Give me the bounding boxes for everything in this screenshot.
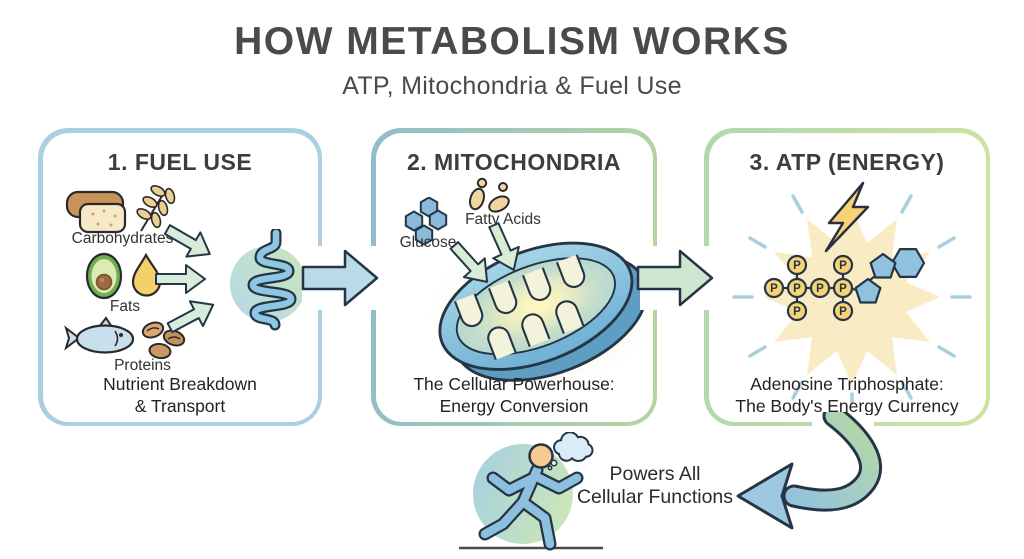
input-arrow-icon — [449, 240, 488, 283]
panel-caption: The Cellular Powerhouse: — [413, 373, 615, 394]
glucose-label: Glucose — [399, 233, 457, 251]
phosphate-chain — [763, 254, 853, 321]
lightning-bolt-icon — [824, 181, 869, 252]
input-arrow-icon — [487, 221, 520, 271]
flow-arrow-2-3-icon — [636, 249, 714, 307]
panel-title-atp: 3. ATP (ENERGY) — [749, 148, 945, 175]
panel-title-mitochondria: 2. MITOCHONDRIA — [406, 148, 622, 175]
proteins-icon — [63, 315, 185, 359]
panel-caption: Adenosine Triphosphate: — [750, 373, 944, 394]
fish-icon — [63, 315, 134, 354]
phosphate-labels: P P P P P P P P — [770, 260, 847, 318]
panel-atp: 3. ATP (ENERGY) — [704, 128, 990, 426]
adenine-ribose-icon — [854, 247, 925, 304]
page-title: HOW METABOLISM WORKS — [234, 20, 790, 63]
intestine-icon — [229, 228, 306, 330]
phosphate-label: P — [770, 283, 778, 295]
phosphate-label: P — [793, 283, 801, 295]
fats-label: Fats — [109, 297, 141, 315]
phosphate-label: P — [816, 283, 824, 295]
beans-icon — [141, 321, 185, 359]
panel-caption: Energy Conversion — [439, 395, 589, 416]
fatty-acids-icon — [468, 177, 510, 213]
phosphate-label: P — [839, 260, 847, 272]
panel-caption: Nutrient Breakdown — [103, 373, 257, 394]
bread-icon — [65, 190, 126, 233]
food-arrow-icon — [154, 263, 206, 294]
footer-caption-line1: Powers All — [609, 463, 701, 485]
carbohydrates-label: Carbohydrates — [71, 229, 174, 247]
phosphate-label: P — [793, 306, 801, 318]
flow-arrow-1-2-icon — [301, 249, 379, 307]
energy-dashes — [731, 193, 972, 405]
phosphate-label: P — [839, 283, 847, 295]
phosphate-label: P — [839, 306, 847, 318]
footer-caption: Powers All Cellular Functions — [560, 463, 750, 509]
food-arrow-icon — [163, 223, 211, 258]
wheat-icon — [135, 184, 175, 232]
panel-mitochondria: 2. MITOCHONDRIA Glucose — [371, 128, 657, 426]
panel-title-fuel-use: 1. FUEL USE — [107, 148, 253, 175]
starburst — [763, 208, 940, 385]
proteins-label: Proteins — [114, 356, 171, 374]
footer-caption-line2: Cellular Functions — [576, 486, 734, 508]
curved-arrow-icon — [736, 412, 883, 530]
page-subtitle: ATP, Mitochondria & Fuel Use — [342, 72, 682, 100]
carbohydrates-icon — [65, 184, 175, 233]
avocado-icon — [85, 252, 122, 299]
panel-fuel-use: 1. FUEL USE — [38, 128, 322, 426]
panel-caption: & Transport — [134, 395, 226, 416]
panel-caption: The Body's Energy Currency — [735, 395, 959, 416]
thought-bubble-icon — [547, 432, 594, 471]
atp-molecule-icon: P P P P P P P P — [731, 181, 972, 405]
glucose-hexagons-icon — [404, 196, 447, 245]
running-person-icon — [459, 432, 603, 551]
phosphate-label: P — [793, 260, 801, 272]
food-arrow-icon — [166, 299, 214, 333]
oil-drop-icon — [131, 252, 161, 297]
fatty-acids-label: Fatty Acids — [465, 210, 541, 228]
fats-icon — [85, 252, 161, 299]
